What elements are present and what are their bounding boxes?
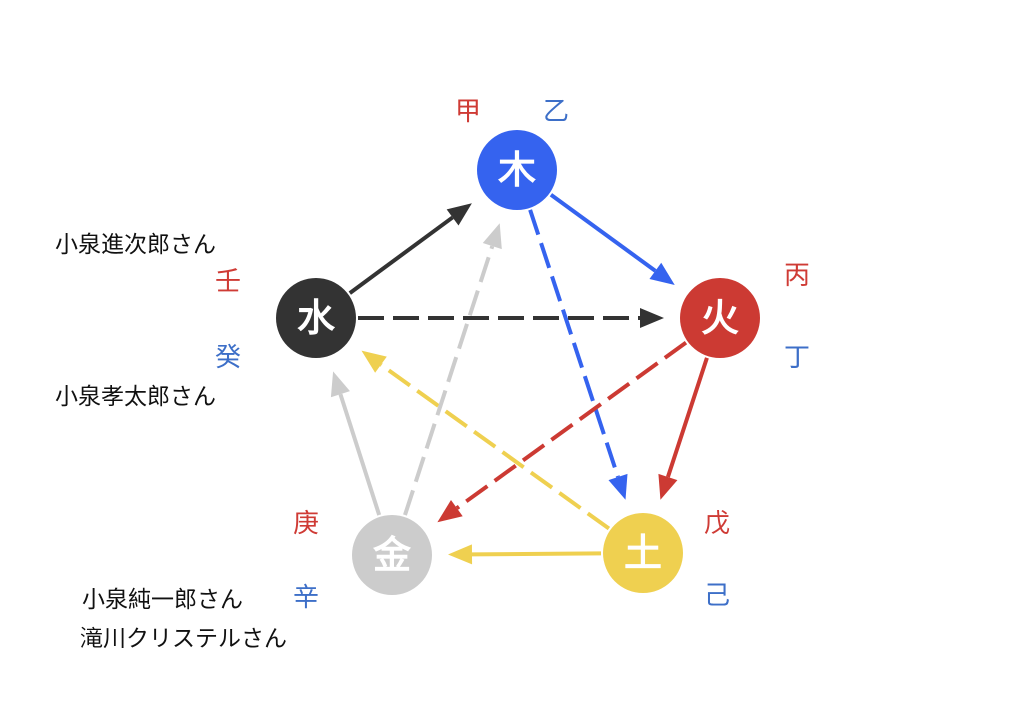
arrow-wood-to-fire xyxy=(549,193,657,273)
stem-earth-yang: 戊 xyxy=(703,509,731,539)
stem-fire-yang: 丙 xyxy=(783,261,811,291)
person-label: 滝川クリステルさん xyxy=(80,626,287,652)
stem-water-yang: 壬 xyxy=(214,267,242,297)
arrow-fire-to-earth xyxy=(666,357,709,478)
arrowhead-metal-to-water xyxy=(330,371,350,398)
node-fire-char: 火 xyxy=(701,295,739,340)
node-metal xyxy=(352,515,432,595)
node-metal-char: 金 xyxy=(372,532,412,577)
stem-metal-yang: 庚 xyxy=(292,509,320,539)
arrowhead-water-to-fire xyxy=(640,308,664,328)
stem-metal-yin: 辛 xyxy=(292,583,320,613)
arrowhead-earth-to-water xyxy=(361,350,387,373)
node-earth-char: 土 xyxy=(624,530,662,575)
arrow-metal-to-wood xyxy=(403,245,495,516)
arrowhead-earth-to-metal xyxy=(447,544,473,565)
stem-wood-yin: 乙 xyxy=(542,97,570,127)
person-label: 小泉孝太郎さん xyxy=(55,384,216,410)
arrowhead-water-to-wood xyxy=(446,203,472,226)
stem-fire-yin: 丁 xyxy=(783,343,811,373)
node-fire xyxy=(680,278,760,358)
node-wood xyxy=(477,130,557,210)
node-water xyxy=(276,278,356,358)
arrow-wood-to-earth xyxy=(528,209,620,478)
person-label: 小泉純一郎さん xyxy=(82,587,243,613)
node-water-char: 水 xyxy=(297,295,336,340)
arrowhead-fire-to-earth xyxy=(658,473,678,500)
arrowhead-wood-to-earth xyxy=(608,473,628,500)
stem-wood-yang: 甲 xyxy=(454,97,482,127)
node-wood-char: 木 xyxy=(498,147,536,192)
person-label: 小泉進次郎さん xyxy=(55,232,216,258)
arrow-fire-to-metal xyxy=(455,340,688,510)
arrowhead-fire-to-metal xyxy=(437,500,463,523)
arrowhead-metal-to-wood xyxy=(482,223,502,250)
stem-earth-yin: 己 xyxy=(703,581,731,611)
stem-water-yin: 癸 xyxy=(214,343,242,373)
node-earth xyxy=(603,513,683,593)
arrowhead-wood-to-fire xyxy=(649,262,675,286)
arrow-earth-to-water xyxy=(379,363,611,531)
arrow-water-to-wood xyxy=(348,215,454,295)
arrow-earth-to-metal xyxy=(471,551,602,557)
arrow-metal-to-water xyxy=(338,393,382,516)
